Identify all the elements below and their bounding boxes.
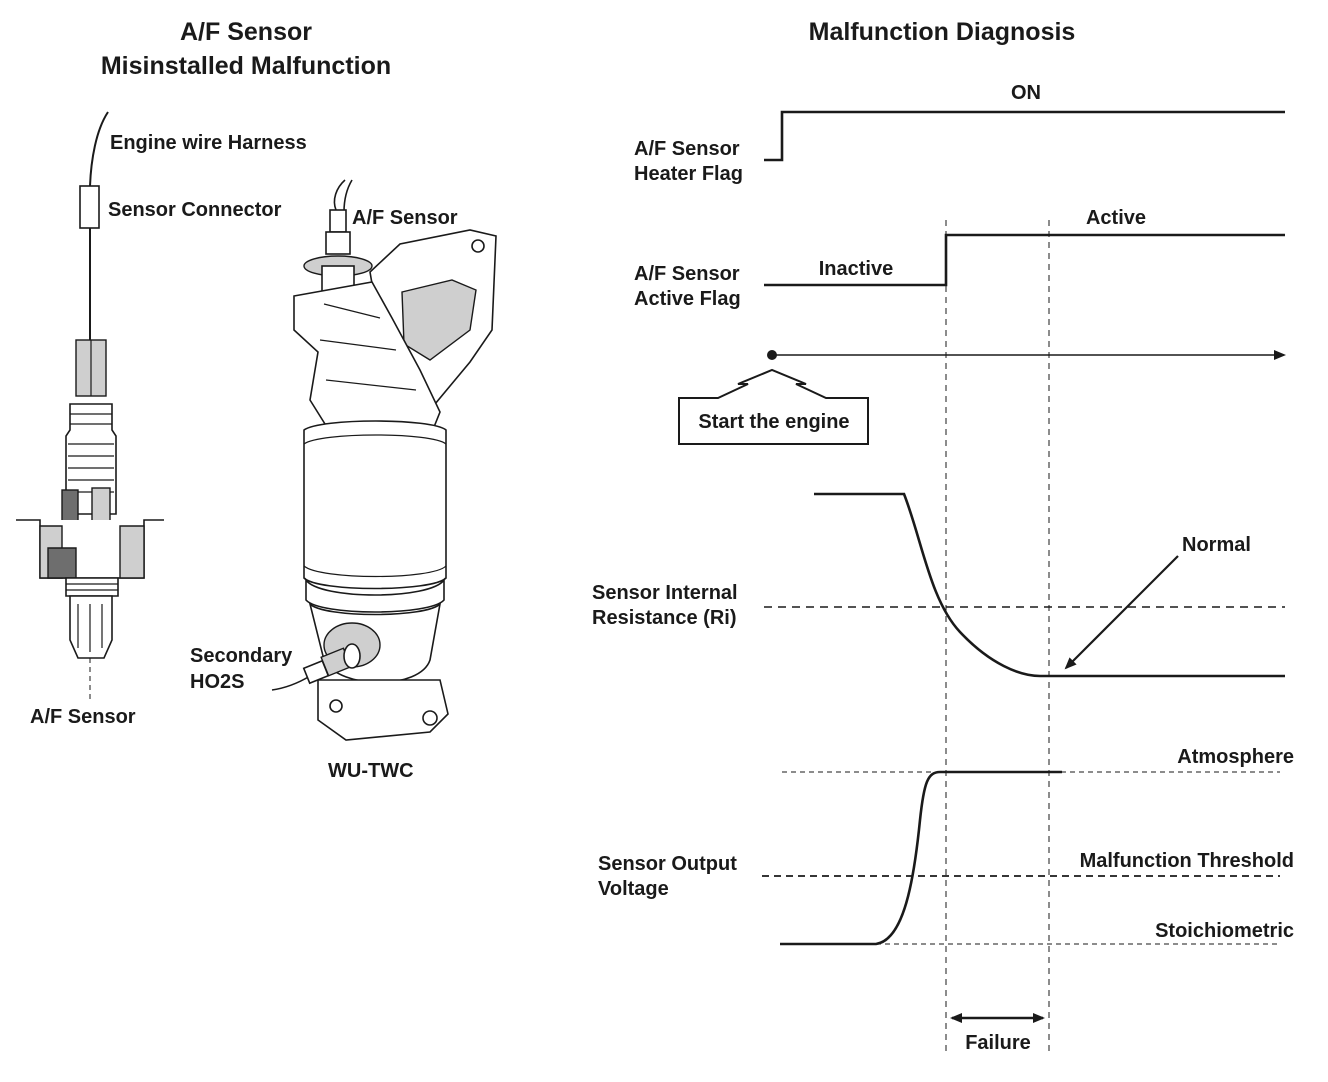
heater-flag-trace — [764, 110, 1285, 162]
label-secondary-line2: HO2S — [190, 671, 244, 693]
output-voltage-trace — [780, 770, 1062, 946]
left-title-line2: Misinstalled Malfunction — [101, 52, 391, 80]
normal-label: Normal — [1182, 534, 1251, 556]
output-label-line2: Voltage — [598, 878, 669, 900]
failure-label: Failure — [965, 1032, 1031, 1054]
label-sensor-connector: Sensor Connector — [108, 199, 282, 221]
output-label-line1: Sensor Output — [598, 853, 737, 875]
af-sensor-illustration — [16, 339, 164, 700]
ri-label-line2: Resistance (Ri) — [592, 607, 737, 629]
label-secondary-line1: Secondary — [190, 645, 293, 667]
wu-twc-illustration — [271, 179, 497, 741]
active-flag-label-line1: A/F Sensor — [634, 263, 740, 285]
label-wu-twc: WU-TWC — [328, 760, 414, 782]
heater-flag-label-line1: A/F Sensor — [634, 138, 740, 160]
ri-trace — [814, 492, 1285, 678]
malfunction-threshold-label: Malfunction Threshold — [1080, 850, 1294, 872]
heater-flag-label-line2: Heater Flag — [634, 163, 743, 185]
label-engine-wire-harness: Engine wire Harness — [110, 132, 307, 154]
atmosphere-label: Atmosphere — [1177, 746, 1294, 768]
start-engine-label: Start the engine — [698, 411, 849, 433]
heater-on-label: ON — [1011, 82, 1041, 104]
left-title-line1: A/F Sensor — [180, 18, 312, 46]
label-af-sensor-bottom: A/F Sensor — [30, 706, 136, 728]
engine-wire-harness — [89, 111, 109, 340]
right-title: Malfunction Diagnosis — [809, 18, 1076, 46]
start-engine-callout — [678, 368, 869, 445]
normal-arrow — [1064, 555, 1179, 670]
ri-label-line1: Sensor Internal — [592, 582, 738, 604]
sensor-connector — [79, 185, 100, 229]
label-af-sensor-top: A/F Sensor — [352, 207, 458, 229]
inactive-label: Inactive — [819, 258, 893, 280]
active-flag-label-line2: Active Flag — [634, 288, 741, 310]
stoichiometric-label: Stoichiometric — [1155, 920, 1294, 942]
active-label: Active — [1086, 207, 1146, 229]
active-flag-trace — [764, 233, 1285, 287]
